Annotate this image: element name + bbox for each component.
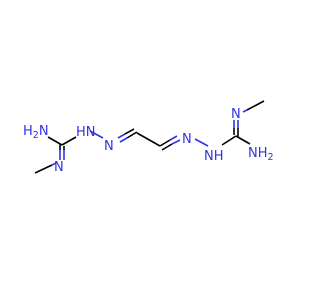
bond-right-ch-n-2 (161, 143, 173, 151)
bond-left-methyl-n (51, 162, 57, 166)
bonds (34, 100, 265, 174)
bond-left-nh-n (89, 130, 104, 139)
bond-right-n-nh (194, 138, 209, 147)
bond-left-c-nh (61, 136, 77, 146)
bond-left-n-ch-2 (117, 133, 126, 139)
atom-label-nh2-right: NH2 (248, 146, 274, 163)
bond-right-ch-n-1b (169, 135, 178, 141)
bond-right-ch-n-2b (171, 139, 181, 145)
atom-label-n-left-hydrazone: N (104, 139, 114, 154)
bond-left-n-ch-2b (124, 128, 135, 135)
bond-ch-ch (136, 132, 161, 147)
bond-left-n-ch-1b (126, 131, 138, 139)
atom-label-n-left-methyl: N (54, 160, 64, 175)
atom-labels: H2N HN N N N NH N NH2 (23, 107, 274, 175)
atom-label-hn-left: HN (76, 125, 96, 140)
bond-right-c-nh2 (235, 135, 251, 145)
bond-right-ch-n-1 (159, 139, 171, 147)
bond-left-n-ch-1 (119, 137, 128, 143)
bond-right-n-methyl-n (242, 109, 248, 113)
atom-label-h2n-left: H2N (23, 124, 49, 141)
bond-right-nh-c (221, 135, 237, 146)
atom-label-nh-right: NH (204, 149, 224, 164)
bond-left-methyl (34, 164, 53, 174)
atom-label-n-right-methyl: N (231, 107, 241, 122)
bond-left-c-nh2 (47, 136, 63, 146)
atom-label-n-right-hydrazone: N (182, 132, 192, 147)
bond-right-n-methyl (246, 100, 265, 111)
molecule-structure-diagram: H2N HN N N N NH N NH2 (23, 100, 274, 175)
